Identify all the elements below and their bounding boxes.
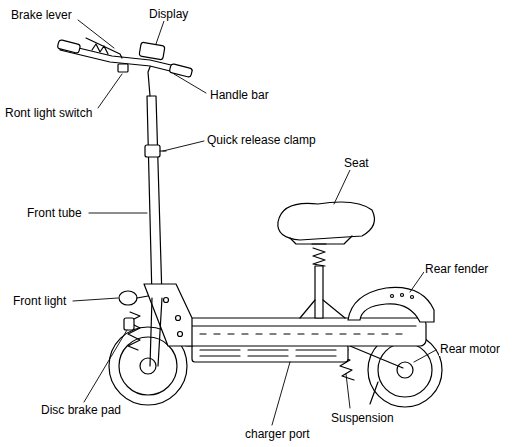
leader-lines: [163, 141, 204, 151]
part-label: Front light: [12, 294, 67, 308]
display: [139, 42, 165, 60]
rear-wheel: [397, 362, 413, 378]
leader-lines: [89, 213, 147, 214]
leader-lines: [73, 298, 118, 301]
front-frame: [164, 298, 169, 303]
seat-post: [312, 244, 326, 266]
front-light: [119, 291, 148, 305]
front-tube: [145, 145, 160, 157]
part-label: Rear motor: [439, 342, 501, 356]
front-frame: [178, 332, 183, 337]
handlebar: [86, 38, 122, 58]
part-label: Brake lever: [10, 8, 73, 22]
part-label: Disc brake pad: [40, 403, 122, 417]
front-light: [119, 291, 137, 305]
part-label: Front tube: [26, 206, 83, 220]
part-label: charger port: [244, 427, 311, 441]
leader-lines: [156, 21, 164, 44]
leader-lines: [84, 330, 127, 402]
leader-lines: [346, 374, 350, 408]
display: [139, 42, 165, 60]
handlebar: [57, 39, 81, 53]
part-label: Seat: [343, 156, 370, 170]
deck: [200, 333, 402, 334]
part-label: Ront light switch: [4, 106, 93, 120]
part-label: Suspension: [330, 411, 395, 425]
front-fork: [150, 298, 162, 366]
front-wheel: [140, 358, 156, 374]
deck: [182, 318, 426, 346]
front-tube: [145, 96, 166, 298]
leader-lines: [272, 362, 290, 425]
kickstand: [370, 382, 378, 404]
kickstand: [370, 382, 378, 404]
rear-fender: [391, 295, 394, 298]
leader-lines: [78, 20, 114, 48]
seat: [278, 202, 375, 240]
handlebar: [118, 64, 128, 72]
front-light: [137, 296, 148, 298]
part-label: Handle bar: [209, 88, 270, 102]
leader-lines: [73, 20, 436, 425]
leader-lines: [410, 272, 424, 292]
handlebar: [148, 62, 152, 96]
deck: [182, 318, 426, 346]
deck: [192, 325, 416, 326]
front-tube: [147, 96, 162, 298]
leader-lines: [98, 74, 122, 108]
battery-housing: [200, 350, 336, 356]
seat-post: [315, 266, 323, 318]
front-fork: [124, 318, 134, 330]
seat-post: [300, 244, 345, 318]
part-label: Display: [148, 7, 189, 21]
handlebar: [92, 44, 108, 54]
part-label: Quick release clamp: [206, 133, 317, 147]
front-fork: [124, 298, 162, 366]
rear-suspension: [350, 346, 403, 368]
handlebar: [57, 38, 193, 96]
seat: [290, 236, 352, 244]
rear-fender: [401, 294, 404, 297]
seat-post: [300, 300, 345, 318]
rear-wheel: [378, 343, 432, 397]
front-frame: [176, 316, 181, 321]
leader-lines: [414, 350, 436, 362]
rear-fender: [348, 287, 434, 322]
battery-housing: [192, 344, 348, 362]
handlebar: [169, 63, 193, 77]
battery-housing: [192, 344, 348, 362]
leader-lines: [174, 74, 206, 93]
rear-fender: [348, 287, 434, 322]
leader-lines: [334, 170, 350, 204]
part-label: Rear fender: [424, 262, 489, 276]
seat: [278, 202, 375, 244]
rear-fender: [411, 296, 414, 299]
